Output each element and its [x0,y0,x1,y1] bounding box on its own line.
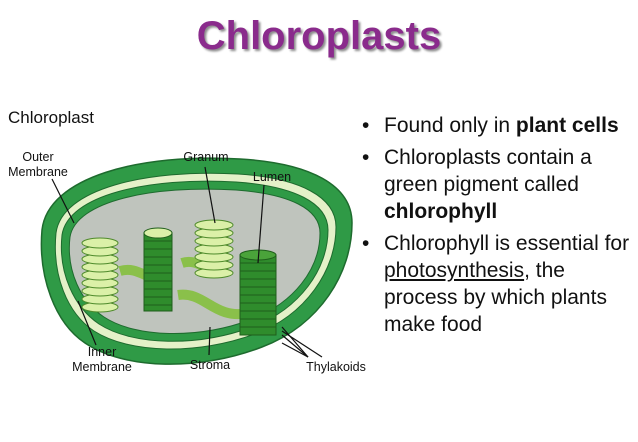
bullet-item: • Chloroplasts contain a green pigment c… [358,144,636,225]
bullet-dot: • [362,232,370,255]
label-inner-membrane-line1: Inner [88,345,117,359]
bullet-text: Found only in [384,114,516,137]
bullet-item: • Chlorophyll is essential for photosynt… [358,230,636,338]
photosynthesis-link[interactable]: photosynthesis [384,259,525,282]
label-inner-membrane-line2: Membrane [72,360,132,374]
label-granum: Granum [183,150,228,164]
label-thylakoids: Thylakoids [306,360,366,374]
leader-lines [51,166,323,358]
bullet-text: Chloroplasts contain a green pigment cal… [384,146,592,196]
chloroplast-diagram: Chloroplast [0,95,372,395]
granum-stack-3 [194,219,234,279]
label-lumen: Lumen [253,170,291,184]
granum-stack-4 [239,249,277,336]
bullet-dot: • [362,146,370,169]
diagram-heading: Chloroplast [8,108,94,127]
granum-stack-1 [81,237,119,313]
slide-title: Chloroplasts [196,14,442,58]
bullet-bold: chlorophyll [384,200,498,223]
label-outer-membrane-line1: Outer [22,150,53,164]
label-outer-membrane-line2: Membrane [8,165,68,179]
bullet-dot: • [362,114,370,137]
lamella-3 [177,289,250,320]
bullet-bold: plant cells [515,114,619,137]
bullet-text: Chlorophyll is essential for [384,232,630,255]
label-stroma: Stroma [190,358,230,372]
bullet-item: • Found only in plant cells [358,112,636,139]
granum-stack-2 [143,227,173,312]
bullet-text: , the process by which plants make food [384,259,607,336]
bullet-list: • Found only in plant cells • Chloroplas… [358,112,636,343]
